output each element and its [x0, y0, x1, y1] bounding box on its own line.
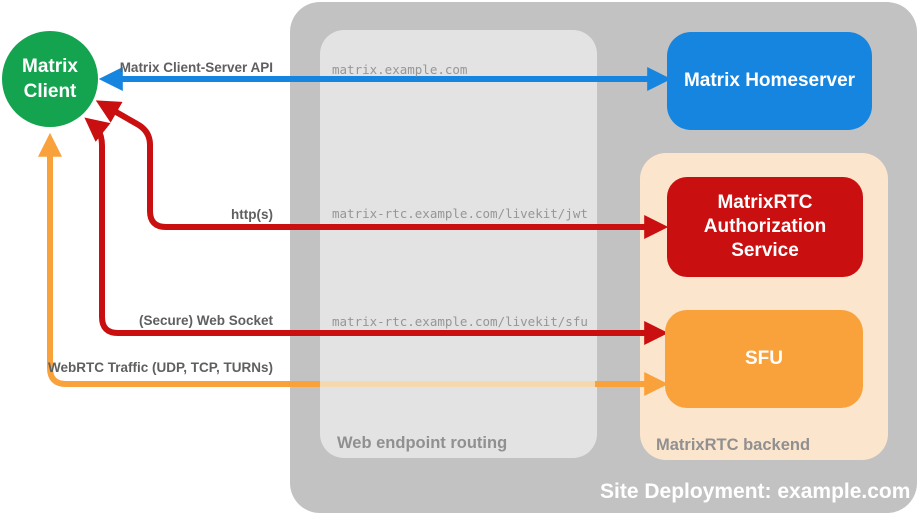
matrix-client-node: Matrix Client	[2, 31, 98, 127]
sfu-node: SFU	[665, 310, 863, 408]
matrixrtc-auth-service-node: MatrixRTC Authorization Service	[667, 177, 863, 277]
webrtc-traffic-label: WebRTC Traffic (UDP, TCP, TURNs)	[47, 360, 273, 375]
webrtc-traffic-arrow	[38, 132, 322, 387]
matrix-homeserver-node: Matrix Homeserver	[667, 32, 872, 130]
sfu-label: SFU	[745, 348, 783, 370]
matrixrtc-auth-service-label: MatrixRTC Authorization Service	[703, 192, 827, 261]
web-endpoint-routing-box	[320, 30, 597, 458]
homeserver-endpoint-route: matrix.example.com	[332, 62, 468, 77]
https-label: http(s)	[231, 207, 273, 222]
sfu-endpoint-route: matrix-rtc.example.com/livekit/sfu	[332, 314, 588, 329]
websocket-label: (Secure) Web Socket	[138, 313, 273, 328]
jwt-endpoint-route: matrix-rtc.example.com/livekit/jwt	[332, 206, 588, 221]
matrix-client-label: Matrix Client	[22, 55, 78, 102]
site-deployment-caption: Site Deployment: example.com	[600, 480, 911, 503]
matrixrtc-backend-caption: MatrixRTC backend	[656, 436, 811, 454]
client-server-api-label: Matrix Client-Server API	[119, 60, 273, 75]
web-endpoint-routing-caption: Web endpoint routing	[337, 434, 508, 452]
matrix-homeserver-label: Matrix Homeserver	[683, 70, 856, 92]
